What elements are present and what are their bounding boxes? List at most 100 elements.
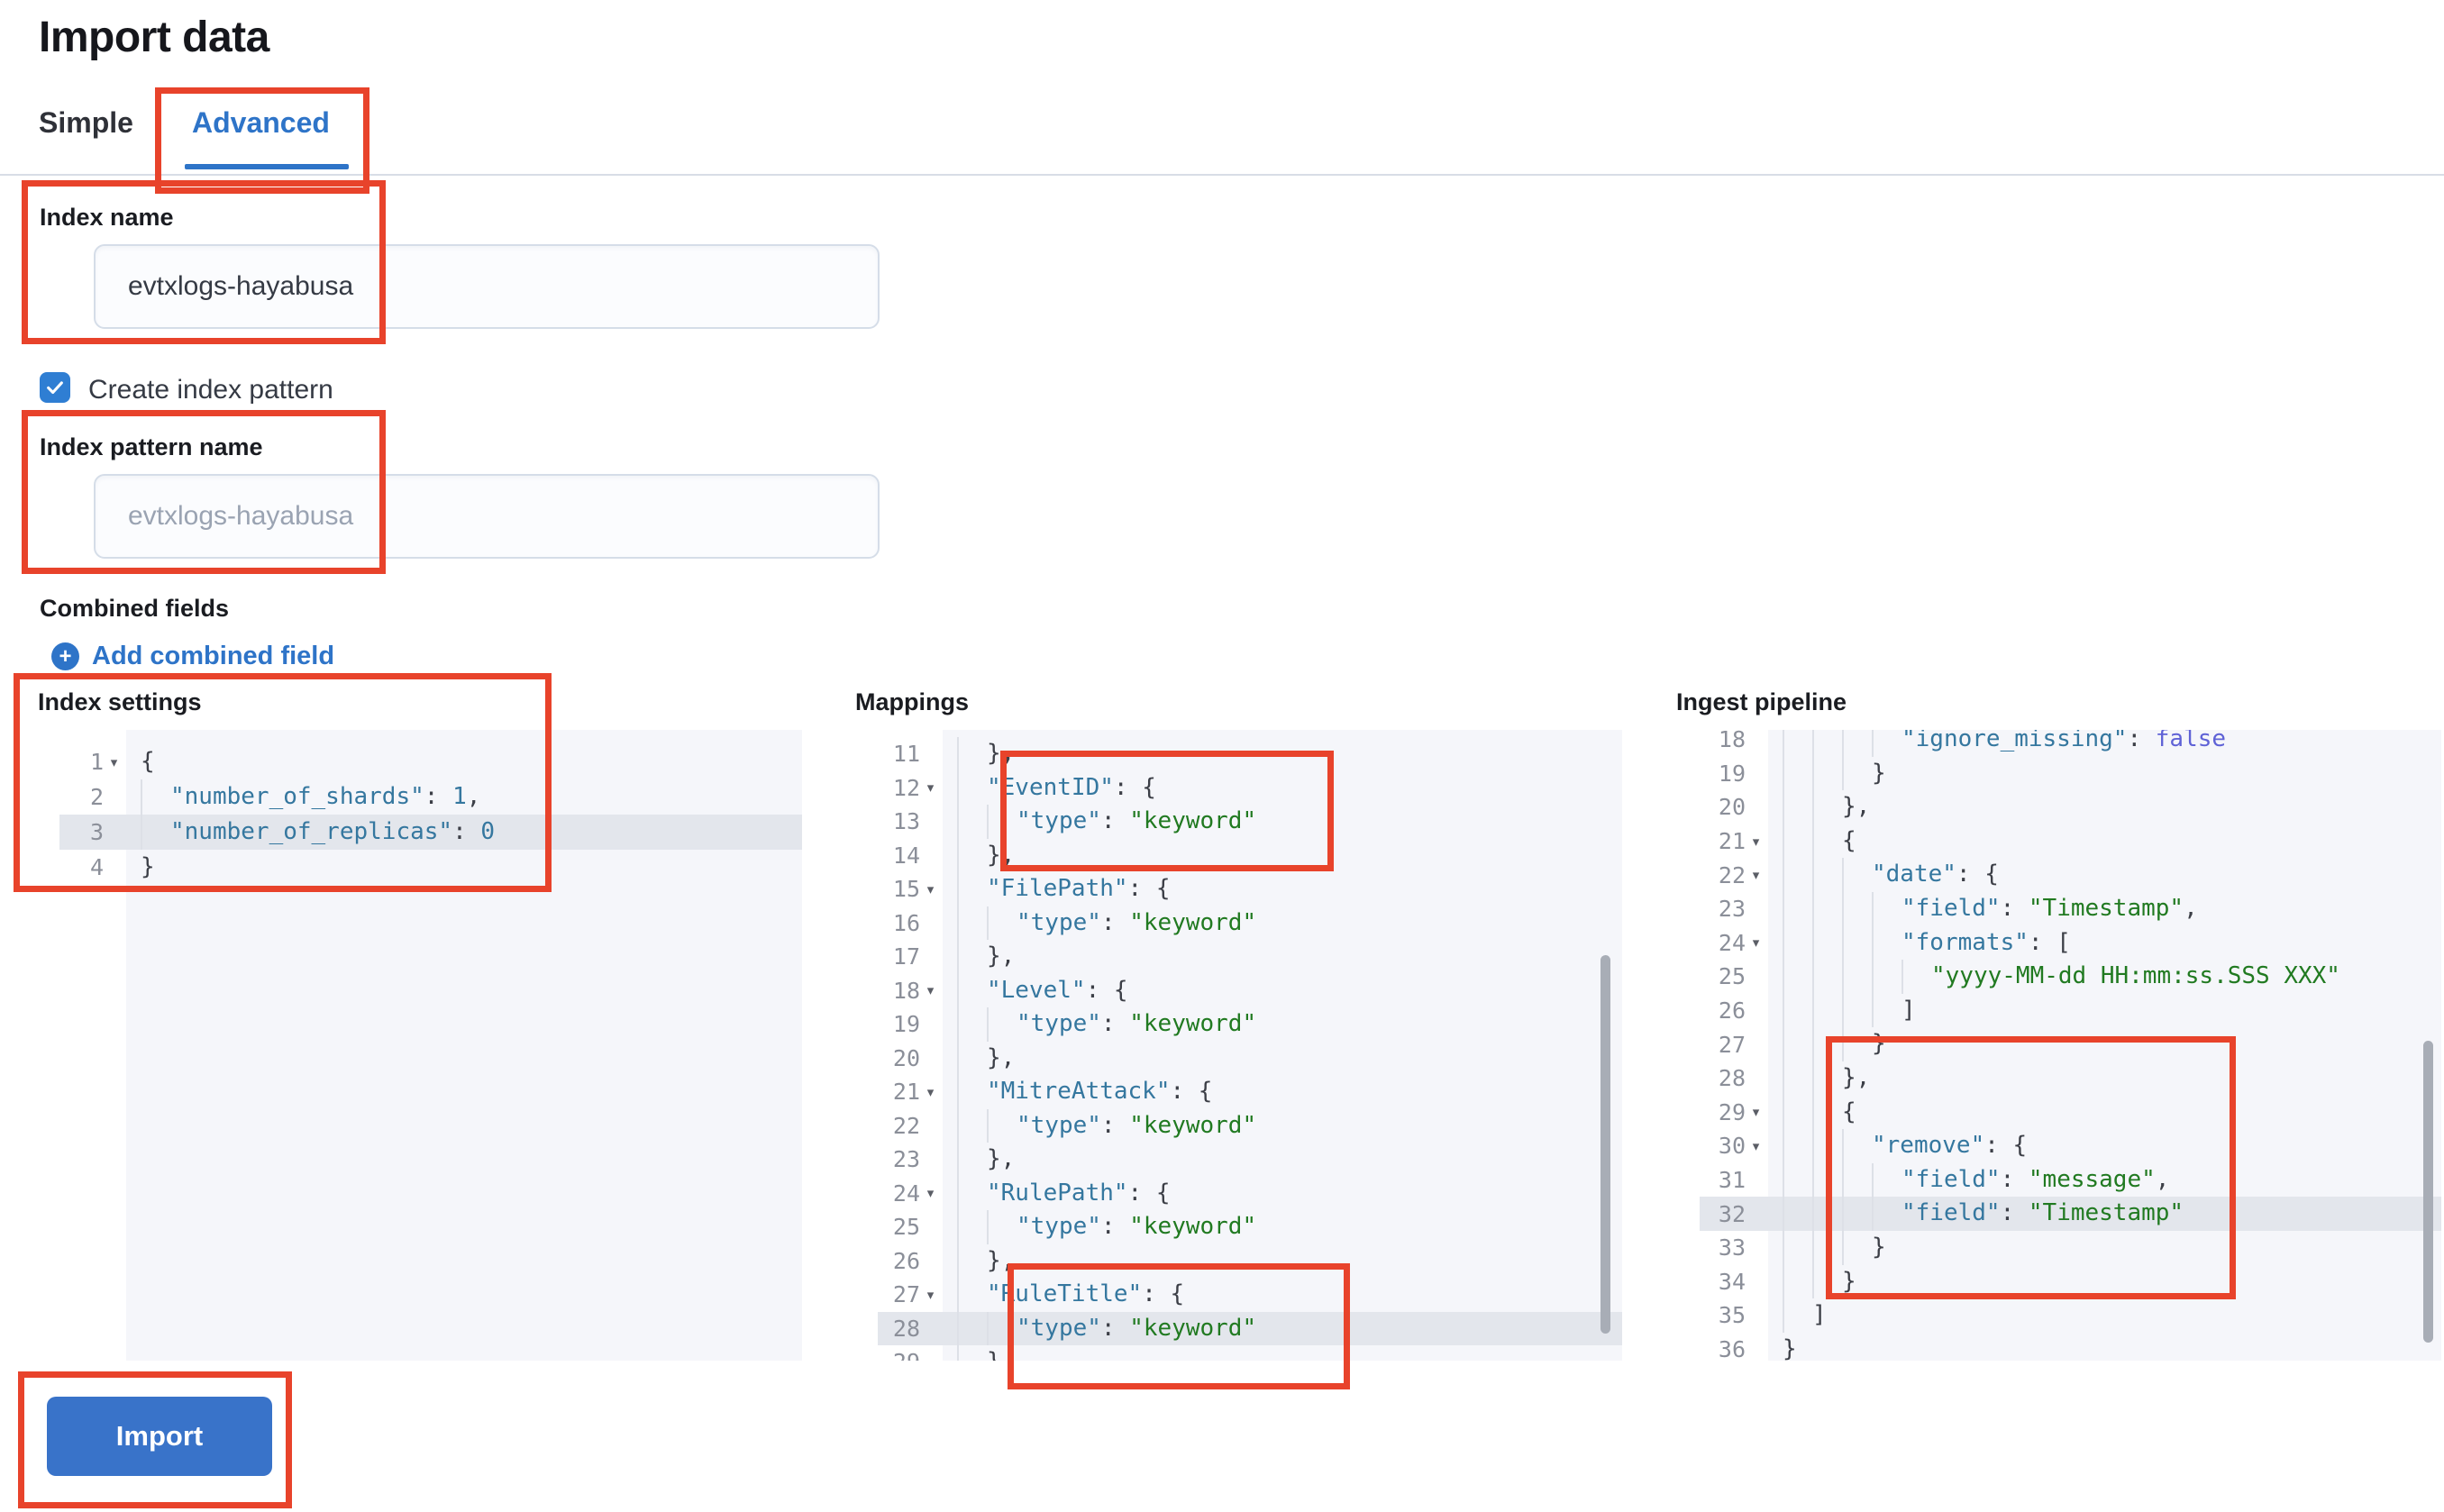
add-combined-field-link[interactable]: + Add combined field xyxy=(51,642,334,671)
indent-guide xyxy=(1842,993,1872,1028)
indent-guide xyxy=(957,1108,987,1143)
tabs-divider xyxy=(0,174,2444,176)
indent-guide xyxy=(1842,925,1872,961)
index-settings-label: Index settings xyxy=(38,688,202,715)
tab-advanced-underline xyxy=(185,164,349,169)
indent-guide xyxy=(1783,790,1812,824)
index-settings-editor[interactable]: 1▾{2"number_of_shards": 1,3"number_of_re… xyxy=(59,730,802,1361)
create-index-pattern-checkbox[interactable] xyxy=(40,372,70,403)
indent-guide xyxy=(1842,1197,1872,1231)
code-line: 26] xyxy=(1700,993,2441,1028)
add-combined-field-label: Add combined field xyxy=(92,642,335,670)
fold-arrow-icon[interactable]: ▾ xyxy=(1752,935,1760,952)
indent-guide xyxy=(957,805,987,839)
indent-guide xyxy=(957,973,987,1007)
indent-guide xyxy=(1783,1027,1812,1061)
line-number: 23 xyxy=(1718,896,1746,923)
indent-guide xyxy=(1812,960,1842,994)
line-number: 28 xyxy=(892,1315,920,1342)
line-number: 29 xyxy=(893,1349,920,1361)
checkmark-icon xyxy=(47,381,63,395)
code-line: 21▾"MitreAttack": { xyxy=(878,1075,1622,1109)
indent-guide xyxy=(957,770,987,805)
code-line: 31"field": "message", xyxy=(1700,1162,2441,1198)
line-number: 19 xyxy=(892,1011,920,1038)
indent-guide xyxy=(1812,891,1842,926)
code-line: 33} xyxy=(1700,1230,2441,1265)
code-line: 23"field": "Timestamp", xyxy=(1700,891,2441,926)
line-number: 28 xyxy=(1718,1065,1746,1092)
line-number: 24 xyxy=(892,1180,920,1207)
code-line: 26}, xyxy=(878,1243,1622,1278)
indent-guide xyxy=(1872,730,1901,757)
code-line: 21▾{ xyxy=(1700,824,2441,859)
code-line: 18▾"Level": { xyxy=(878,973,1622,1007)
fold-arrow-icon[interactable]: ▾ xyxy=(110,754,118,770)
line-number: 18 xyxy=(1718,730,1746,753)
ingest-pipeline-scrollbar-thumb[interactable] xyxy=(2423,1041,2433,1343)
indent-guide xyxy=(1812,790,1842,824)
indent-guide xyxy=(1872,960,1901,994)
indent-guide xyxy=(1812,1264,1842,1299)
code-line: 11}, xyxy=(878,737,1622,771)
indent-guide xyxy=(1842,1162,1872,1198)
line-number: 25 xyxy=(1718,963,1746,990)
code-line: 13"type": "keyword" xyxy=(878,805,1622,839)
indent-guide xyxy=(957,940,987,974)
code-line: 12▾"EventID": { xyxy=(878,770,1622,805)
indent-guide xyxy=(957,1243,987,1278)
fold-arrow-icon[interactable]: ▾ xyxy=(1752,1105,1760,1121)
indent-guide xyxy=(1842,1027,1872,1061)
indent-guide xyxy=(1783,1298,1812,1333)
code-text: } xyxy=(1872,1233,1886,1261)
code-line: 27 ▾ "RuleTitle": { xyxy=(878,1278,1622,1312)
fold-arrow-icon[interactable]: ▾ xyxy=(1752,1138,1760,1154)
index-name-label: Index name xyxy=(40,204,174,231)
indent-guide xyxy=(1783,730,1812,757)
code-line: 19} xyxy=(1700,756,2441,791)
fold-arrow-icon[interactable]: ▾ xyxy=(926,1186,935,1202)
fold-arrow-icon[interactable]: ▾ xyxy=(926,1084,935,1100)
indent-guide xyxy=(987,1311,1017,1345)
indent-guide xyxy=(1872,993,1901,1028)
line-number: 25 xyxy=(892,1214,920,1241)
line-number: 27 xyxy=(1718,1031,1746,1058)
index-pattern-name-label: Index pattern name xyxy=(40,433,263,460)
code-line: 15▾"FilePath": { xyxy=(878,872,1622,906)
index-pattern-name-input[interactable] xyxy=(94,474,880,559)
fold-arrow-icon[interactable]: ▾ xyxy=(1752,868,1760,884)
code-text: "date": { xyxy=(1872,861,1999,888)
code-line: 14}, xyxy=(878,838,1622,872)
mappings-editor[interactable]: 11},12▾"EventID": {13"type": "keyword"14… xyxy=(878,730,1622,1361)
fold-arrow-icon[interactable]: ▾ xyxy=(1752,833,1760,850)
indent-guide xyxy=(1842,756,1872,791)
tab-advanced[interactable]: Advanced xyxy=(192,106,330,139)
code-line: 19"type": "keyword" xyxy=(878,1007,1622,1042)
fold-arrow-icon[interactable]: ▾ xyxy=(926,1287,935,1303)
code-text: { xyxy=(1842,1098,1856,1125)
code-text: "RuleTitle": { xyxy=(987,1280,1185,1307)
indent-guide xyxy=(1812,1162,1842,1198)
line-number: 23 xyxy=(892,1146,920,1173)
indent-guide xyxy=(1872,1197,1901,1231)
line-number: 19 xyxy=(1718,760,1746,787)
indent-guide xyxy=(1812,1197,1842,1231)
line-number: 27 xyxy=(892,1281,920,1308)
code-line: 24▾"formats": [ xyxy=(1700,925,2441,961)
plus-circle-icon: + xyxy=(51,642,79,670)
indent-guide xyxy=(1812,756,1842,791)
fold-arrow-icon[interactable]: ▾ xyxy=(926,983,935,999)
mappings-scrollbar-thumb[interactable] xyxy=(1600,955,1610,1334)
indent-guide xyxy=(1812,1230,1842,1265)
import-button[interactable]: Import xyxy=(47,1397,272,1476)
tab-simple[interactable]: Simple xyxy=(39,106,133,139)
indent-guide xyxy=(1783,1129,1812,1163)
ingest-pipeline-label: Ingest pipeline xyxy=(1676,688,1847,715)
fold-arrow-icon[interactable]: ▾ xyxy=(926,780,935,797)
fold-arrow-icon[interactable]: ▾ xyxy=(926,881,935,897)
index-name-input[interactable] xyxy=(94,244,880,329)
line-number: 20 xyxy=(892,1044,920,1071)
code-text: "RulePath": { xyxy=(987,1179,1171,1207)
code-line: 20}, xyxy=(878,1041,1622,1075)
